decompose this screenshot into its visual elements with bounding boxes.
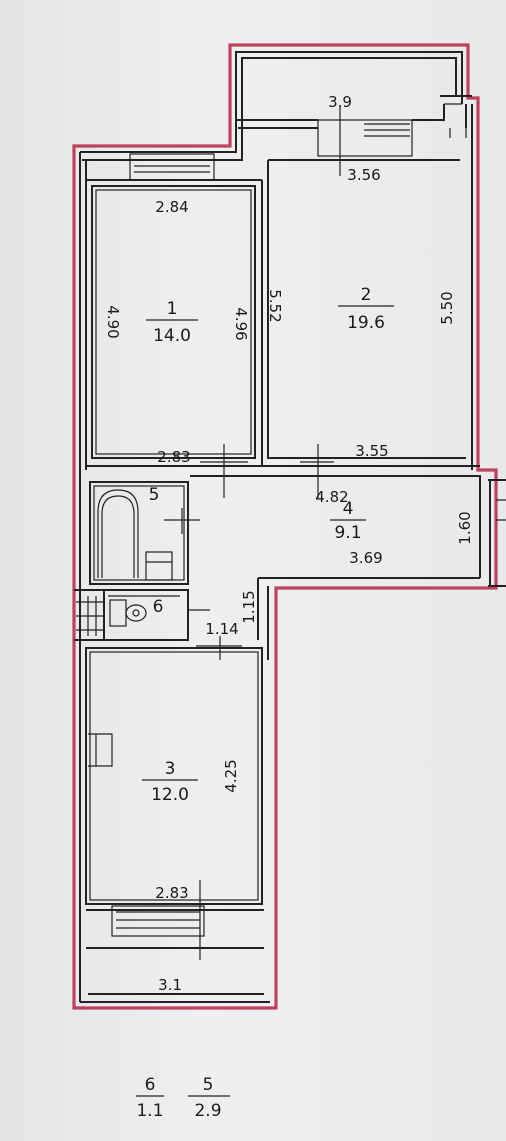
label-room-4: 4 9.1	[330, 499, 366, 543]
label-room-2: 2 19.6	[338, 285, 394, 333]
dim-room3-top: 2.83	[155, 884, 188, 902]
legend-area: 1.1	[136, 1101, 163, 1121]
dim-room2-top: 3.56	[347, 166, 380, 184]
legend-area: 2.9	[194, 1101, 221, 1121]
top-balcony	[236, 103, 467, 176]
dim-room2-left: 5.52	[266, 289, 284, 322]
dim-room1-right: 4.96	[232, 307, 250, 340]
label-room-3: 3 12.0	[142, 759, 198, 805]
dim-room3-right: 4.25	[222, 759, 240, 792]
room-area: 19.6	[347, 313, 385, 333]
dim-room1-bottom: 2.83	[157, 448, 190, 466]
room-number: 1	[167, 299, 178, 319]
dim-hall-top: 4.82	[315, 488, 348, 506]
dim-hall-bottom: 3.69	[349, 549, 382, 567]
room-1	[86, 153, 262, 459]
room-area: 9.1	[334, 523, 361, 543]
legend-item-5: 5 2.9	[188, 1075, 230, 1121]
room-3	[85, 636, 263, 905]
dim-room1-top: 2.84	[155, 198, 188, 216]
legend-item-6: 6 1.1	[136, 1075, 164, 1121]
label-room-6: 6	[153, 597, 164, 617]
room-2	[261, 159, 466, 466]
dim-room2-right: 5.50	[438, 291, 456, 324]
dim-room2-bottom: 3.55	[355, 442, 388, 460]
label-room-1: 1 14.0	[146, 299, 198, 346]
dim-room1-left: 4.90	[104, 305, 122, 338]
bottom-balcony	[86, 880, 264, 960]
dim-hall-right: 1.60	[456, 511, 474, 544]
dim-balcony-bottom: 3.1	[158, 976, 182, 994]
dim-corridor-height: 1.15	[240, 590, 258, 623]
dim-wc-width: 1.14	[205, 620, 238, 638]
label-room-5: 5	[149, 485, 160, 505]
room-number: 3	[165, 759, 176, 779]
legend-number: 6	[145, 1075, 156, 1095]
room-area: 12.0	[151, 785, 189, 805]
apartment-outline	[72, 43, 498, 1010]
room-5-bathroom	[89, 481, 200, 585]
legend-number: 5	[203, 1075, 214, 1095]
room-area: 14.0	[153, 326, 191, 346]
dim-balcony-top: 3.9	[328, 93, 352, 111]
room-6-toilet	[74, 589, 210, 641]
room-number: 4	[343, 499, 354, 519]
room-4-hall	[86, 444, 506, 660]
room-number: 2	[361, 285, 372, 305]
